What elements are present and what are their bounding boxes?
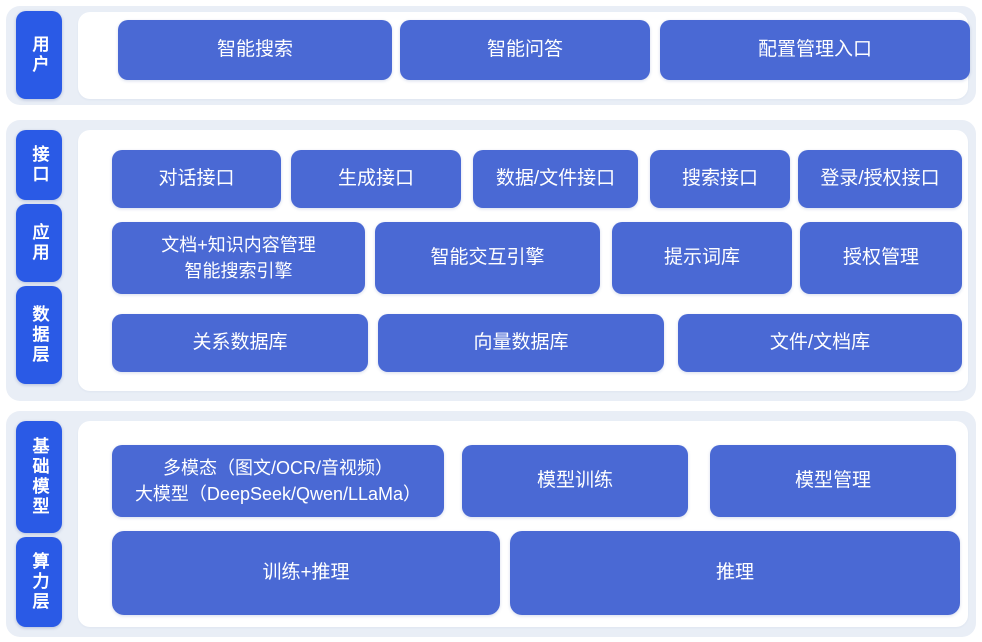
node-doc-knowledge-search-engine: 文档+知识内容管理 智能搜索引擎 xyxy=(112,222,365,294)
section-model-layers: 基础模型 算力层 多模态（图文/OCR/音视频） 大模型（DeepSeek/Qw… xyxy=(6,411,976,637)
layer-label-foundation-model-text: 基础模型 xyxy=(29,437,49,517)
node-authorization-management: 授权管理 xyxy=(800,222,962,294)
layer-label-user-text: 用户 xyxy=(29,35,49,75)
node-prompt-library: 提示词库 xyxy=(612,222,792,294)
node-vector-database: 向量数据库 xyxy=(378,314,664,372)
model-layers-panel: 多模态（图文/OCR/音视频） 大模型（DeepSeek/Qwen/LLaMa）… xyxy=(78,421,968,627)
node-training-plus-inference: 训练+推理 xyxy=(112,531,500,615)
node-login-auth-api: 登录/授权接口 xyxy=(798,150,962,208)
layer-label-compute-layer: 算力层 xyxy=(16,537,62,627)
user-layer-panel: 智能搜索 智能问答 配置管理入口 xyxy=(78,12,970,99)
node-relational-database: 关系数据库 xyxy=(112,314,368,372)
layer-label-user: 用户 xyxy=(16,11,62,99)
layer-label-interface: 接口 xyxy=(16,130,62,200)
section-middle-layers: 接口 应用 数据层 对话接口 生成接口 数据/文件接口 搜索接口 登录/授权接口… xyxy=(6,120,976,401)
section-user-layer: 用户 智能搜索 智能问答 配置管理入口 xyxy=(6,6,976,105)
node-dialog-api: 对话接口 xyxy=(112,150,281,208)
node-inference: 推理 xyxy=(510,531,960,615)
node-intelligent-interaction-engine: 智能交互引擎 xyxy=(375,222,600,294)
node-model-training: 模型训练 xyxy=(462,445,688,517)
layer-label-compute-layer-text: 算力层 xyxy=(29,552,49,612)
layer-label-application: 应用 xyxy=(16,204,62,282)
layer-label-interface-text: 接口 xyxy=(29,145,49,185)
node-search-api: 搜索接口 xyxy=(650,150,790,208)
node-generation-api: 生成接口 xyxy=(291,150,461,208)
node-data-file-api: 数据/文件接口 xyxy=(473,150,638,208)
node-config-management-entry: 配置管理入口 xyxy=(660,20,970,80)
layer-label-application-text: 应用 xyxy=(29,223,49,263)
node-intelligent-qa: 智能问答 xyxy=(400,20,650,80)
node-model-management: 模型管理 xyxy=(710,445,956,517)
layer-label-data-layer-text: 数据层 xyxy=(29,305,49,365)
node-file-document-store: 文件/文档库 xyxy=(678,314,962,372)
layer-label-foundation-model: 基础模型 xyxy=(16,421,62,533)
node-intelligent-search: 智能搜索 xyxy=(118,20,392,80)
middle-layers-panel: 对话接口 生成接口 数据/文件接口 搜索接口 登录/授权接口 文档+知识内容管理… xyxy=(78,130,968,391)
node-multimodal-llm: 多模态（图文/OCR/音视频） 大模型（DeepSeek/Qwen/LLaMa） xyxy=(112,445,444,517)
layer-label-data-layer: 数据层 xyxy=(16,286,62,384)
